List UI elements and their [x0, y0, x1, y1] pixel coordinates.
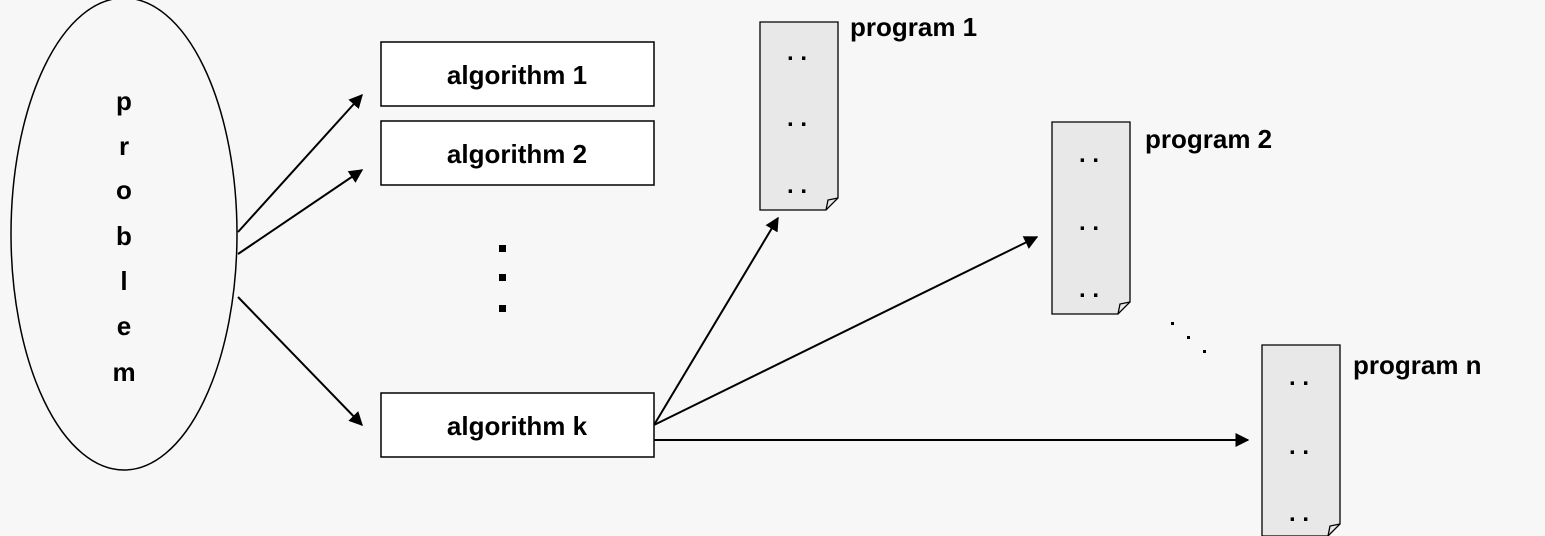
- ellipsis-dot: [499, 305, 506, 312]
- problem-letter: r: [119, 131, 129, 161]
- algorithm-k-box: [380, 392, 655, 458]
- problem-node: p r o b l e m: [10, 0, 238, 471]
- arrow-problem-to-algorithm-1: [237, 93, 363, 233]
- problem-letter: b: [116, 221, 132, 251]
- program-2-dots: . .: [1079, 209, 1099, 236]
- problem-letter: o: [116, 175, 132, 205]
- arrow-problem-to-algorithm-2: [237, 169, 364, 255]
- problem-letter: l: [120, 266, 127, 296]
- algorithm-2-node: algorithm 2: [380, 120, 655, 186]
- program-ellipsis: [1171, 322, 1206, 353]
- algorithm-2-label: algorithm 2: [447, 139, 587, 169]
- problem-ellipse: [10, 0, 238, 471]
- program-1-dots: . .: [787, 39, 807, 66]
- program-1-node: . . . . . . program 1: [759, 12, 977, 211]
- algorithm-1-label: algorithm 1: [447, 60, 587, 90]
- arrow-algorithm-k-to-program-1: [653, 216, 779, 426]
- problem-letter: m: [112, 357, 135, 387]
- program-n-document: [1261, 344, 1341, 536]
- ellipsis-dot: [1187, 336, 1190, 339]
- problem-letter: p: [116, 86, 132, 116]
- program-2-document: [1051, 121, 1131, 315]
- program-1-document: [759, 21, 839, 211]
- program-2-dots: . .: [1079, 276, 1099, 303]
- program-n-label: program n: [1353, 350, 1482, 380]
- algorithm-2-box: [380, 120, 655, 186]
- program-n-node: . . . . . . program n: [1261, 344, 1482, 536]
- program-1-dots: . .: [787, 172, 807, 199]
- algorithm-1-node: algorithm 1: [380, 41, 655, 107]
- algorithm-k-node: algorithm k: [380, 392, 655, 458]
- program-1-label: program 1: [850, 12, 977, 42]
- program-n-dots: . .: [1289, 364, 1309, 391]
- algorithm-k-label: algorithm k: [447, 411, 588, 441]
- ellipsis-dot: [1171, 322, 1174, 325]
- arrow-problem-to-algorithm-k: [237, 296, 363, 427]
- problem-letter: e: [117, 311, 131, 341]
- algorithm-ellipsis: [499, 245, 506, 312]
- ellipsis-dot: [499, 274, 506, 281]
- program-2-label: program 2: [1145, 124, 1272, 154]
- program-2-dots: . .: [1079, 141, 1099, 168]
- ellipsis-dot: [499, 245, 506, 252]
- program-2-fold: [1117, 301, 1131, 315]
- ellipsis-dot: [1203, 350, 1206, 353]
- program-n-dots: . .: [1289, 433, 1309, 460]
- program-n-fold: [1327, 523, 1341, 536]
- program-2-node: . . . . . . program 2: [1051, 121, 1272, 315]
- program-n-dots: . .: [1289, 500, 1309, 527]
- arrow-algorithm-k-to-program-2: [653, 236, 1039, 426]
- algorithm-1-box: [380, 41, 655, 107]
- program-1-fold: [825, 197, 839, 211]
- program-1-dots: . .: [787, 105, 807, 132]
